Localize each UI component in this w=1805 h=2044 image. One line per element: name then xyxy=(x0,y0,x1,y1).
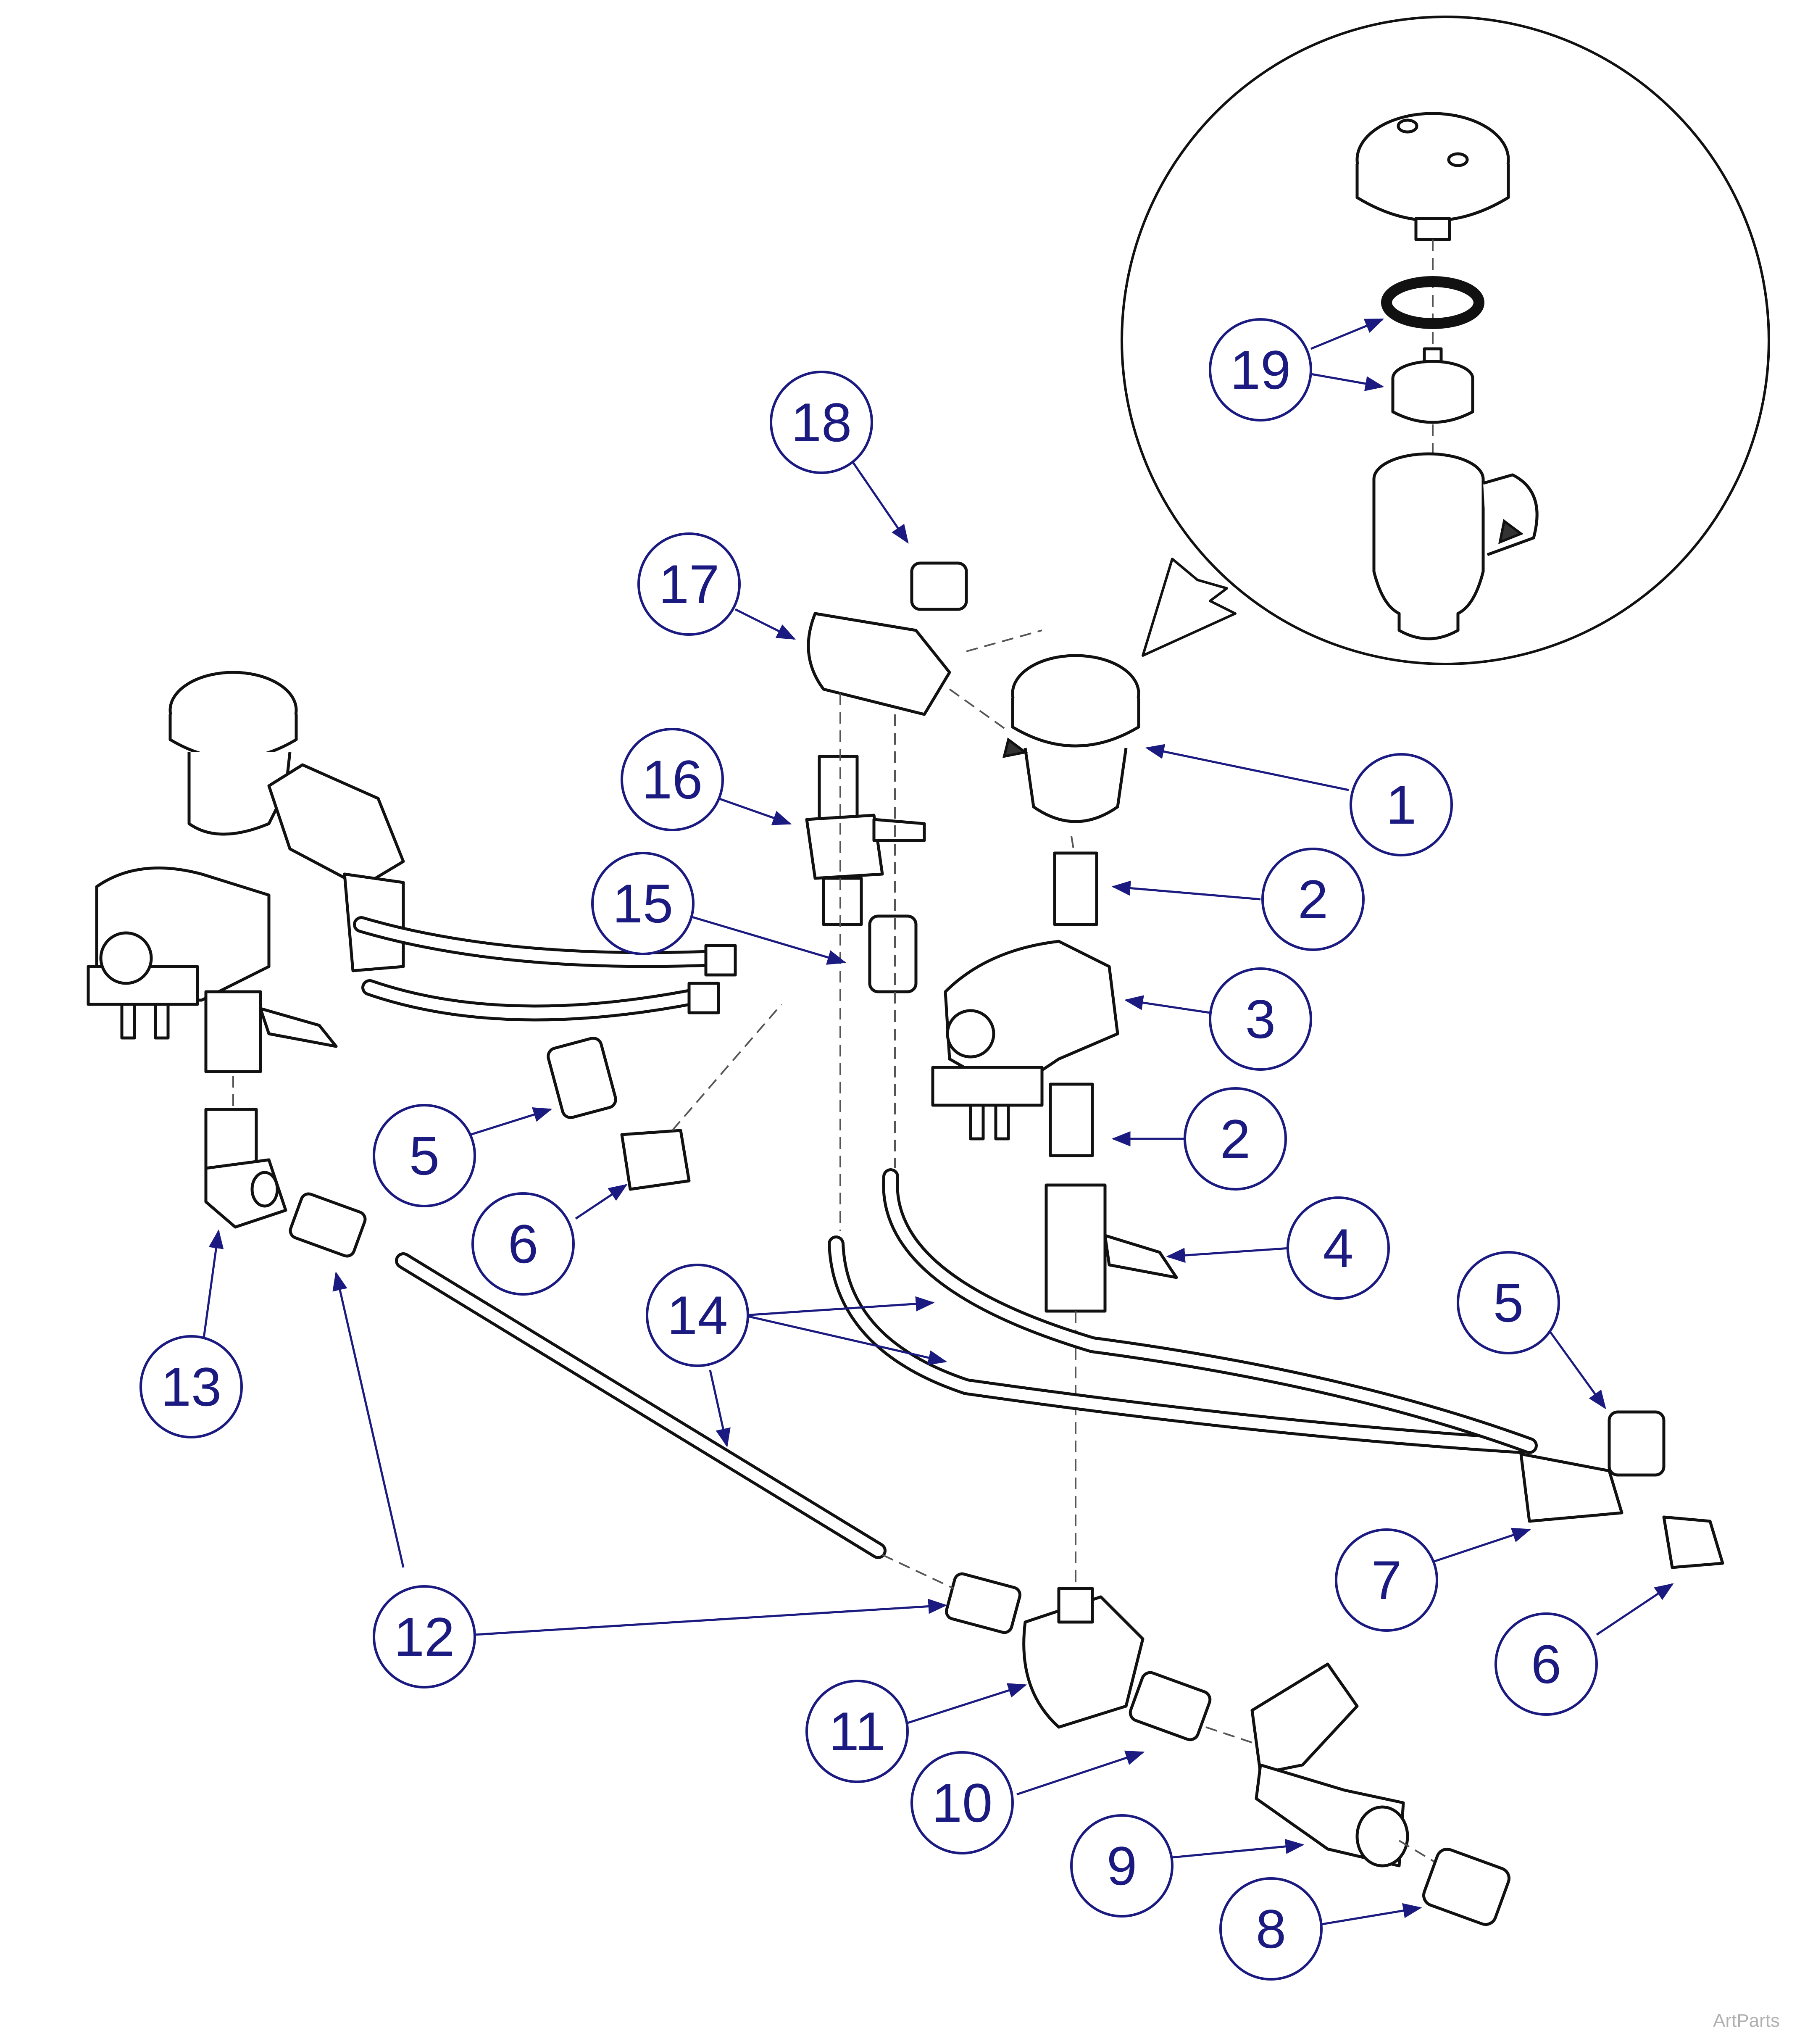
detail-pointer-arrow xyxy=(1142,558,1237,657)
svg-text:12: 12 xyxy=(394,1606,455,1667)
detail-view xyxy=(1121,16,1770,665)
svg-text:18: 18 xyxy=(791,392,852,453)
svg-text:8: 8 xyxy=(1256,1898,1286,1960)
callout-15: 15 xyxy=(591,852,695,955)
callout-14: 13 xyxy=(139,1335,243,1438)
detail-cap xyxy=(1355,112,1510,241)
part-5-right xyxy=(1608,1410,1666,1477)
svg-text:4: 4 xyxy=(1323,1217,1353,1279)
callout-10: 10 xyxy=(910,1751,1014,1854)
assembled-view-left xyxy=(87,671,737,1073)
callout-4: 4 xyxy=(1287,1196,1390,1300)
part-6-left xyxy=(620,1129,691,1191)
part-5-left xyxy=(547,1037,617,1119)
svg-text:11: 11 xyxy=(829,1701,886,1762)
callout-16: 16 xyxy=(621,728,724,831)
part-4-shutoff xyxy=(1045,1183,1178,1313)
callout-6-left: 6 xyxy=(471,1192,575,1296)
part-10-nipple xyxy=(1129,1671,1212,1741)
callout-7: 7 xyxy=(1335,1528,1438,1632)
part-3-solenoid xyxy=(931,940,1119,1141)
part-8-nut xyxy=(1422,1847,1510,1926)
callout-5-right: 5 xyxy=(1457,1251,1560,1354)
part-16-tee xyxy=(805,755,926,926)
part-2-nipple-lower xyxy=(1049,1083,1094,1157)
callout-3: 3 xyxy=(1209,967,1312,1071)
tube-13-b xyxy=(882,1168,1538,1454)
callout-13: 14 xyxy=(646,1264,749,1367)
svg-text:6: 6 xyxy=(508,1213,538,1275)
watermark: ArtParts xyxy=(1713,2010,1780,2031)
center-assembly xyxy=(204,561,1724,1926)
part-1-valve xyxy=(1002,654,1140,823)
svg-text:7: 7 xyxy=(1371,1549,1402,1611)
callout-18: 18 xyxy=(770,371,873,474)
detail-valve-body xyxy=(1372,452,1539,640)
svg-text:9: 9 xyxy=(1107,1835,1137,1896)
part-7-connector xyxy=(1519,1452,1623,1523)
callout-1: 1 xyxy=(1350,753,1453,856)
part-12-fitting-right xyxy=(945,1572,1021,1634)
part-12-fitting-left xyxy=(289,1192,367,1258)
callout-9: 9 xyxy=(1070,1814,1174,1918)
part-2-nipple-upper xyxy=(1053,851,1098,926)
part-18-fitting xyxy=(910,561,968,611)
svg-text:17: 17 xyxy=(659,553,720,615)
callout-19: 19 xyxy=(1209,318,1312,421)
callout-12: 12 xyxy=(373,1585,476,1688)
detail-o-ring xyxy=(1381,276,1484,329)
svg-text:2: 2 xyxy=(1220,1108,1250,1170)
part-11-tee xyxy=(1022,1587,1145,1729)
svg-text:1: 1 xyxy=(1386,774,1416,835)
callouts: 18 17 16 15 19 1 2 3 2 4 14 5 7 6 5 6 13… xyxy=(139,318,1598,1981)
callout-5-left: 5 xyxy=(373,1104,476,1207)
callout-8: 8 xyxy=(1219,1877,1323,1981)
part-15-connector xyxy=(868,914,918,993)
svg-text:15: 15 xyxy=(613,873,674,934)
svg-text:5: 5 xyxy=(1493,1272,1523,1333)
callout-11: 11 xyxy=(805,1680,909,1783)
detail-piston xyxy=(1391,347,1474,424)
part-9-strainer xyxy=(1250,1662,1409,1868)
detail-view-circle xyxy=(1121,16,1770,665)
callout-6-right: 6 xyxy=(1495,1612,1598,1716)
svg-text:16: 16 xyxy=(642,749,703,810)
callout-17: 17 xyxy=(637,532,741,636)
svg-text:6: 6 xyxy=(1531,1633,1561,1695)
part-6-right xyxy=(1662,1515,1724,1569)
leader-lines xyxy=(200,318,1674,1926)
callout-2-lower: 2 xyxy=(1184,1087,1287,1191)
svg-text:2: 2 xyxy=(1298,869,1328,930)
svg-text:14: 14 xyxy=(667,1285,728,1346)
svg-text:10: 10 xyxy=(932,1772,993,1833)
svg-text:13: 13 xyxy=(161,1356,222,1417)
svg-text:19: 19 xyxy=(1230,339,1291,400)
callout-2-upper: 2 xyxy=(1261,848,1365,951)
part-14-elbow xyxy=(204,1108,287,1229)
svg-text:3: 3 xyxy=(1245,988,1276,1050)
svg-text:5: 5 xyxy=(409,1125,439,1186)
part-17-tee xyxy=(807,612,951,716)
